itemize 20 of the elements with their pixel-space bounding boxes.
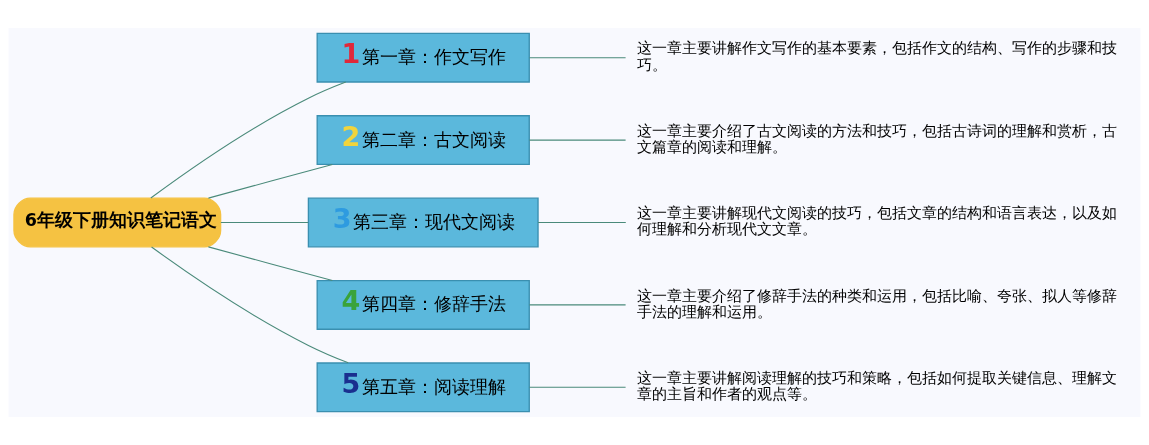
connector [207,246,333,282]
node-text: 这一章主要讲解现代文阅读的技巧，包括文章的结构和语言表达，以及如何理解和分析现代文文章。 [636,204,1117,239]
connector [220,221,309,224]
node-box: 4第四章：修辞手法 [316,279,530,330]
node-box: 2 第二章：古文阅读 [316,115,530,166]
connector [537,221,627,224]
connector [151,246,349,364]
connector [528,386,627,388]
node-text: 这一章主要介绍了古文阅读的方法和技巧，包括古诗词的理解和赏析，古文篇章的阅读和理解。 [636,121,1117,156]
node-text: 这一章主要介绍了修辞手法的种类和运用，包括比喻、夸张、拟人等修辞手法的理解和运用。 [636,286,1117,321]
node-text: 这一章主要讲解作文写作的基本要素，包括作文的结构、写作的步骤和技巧。 [636,39,1117,74]
connector [528,57,627,59]
node-text: 这一章主要讲解阅读理解的技巧和策略，包括如何提取关键信息、理解文章的主旨和作者的观点等。 [636,368,1117,404]
connector [150,81,347,199]
node-box: 6年级下册知识笔记语文 [13,197,222,248]
node-box: 5第五章：阅读理解 [316,362,530,413]
connector [528,304,627,306]
connector [528,139,627,141]
connector [207,163,333,199]
node-box: 1第一章：作文写作 [316,32,530,83]
